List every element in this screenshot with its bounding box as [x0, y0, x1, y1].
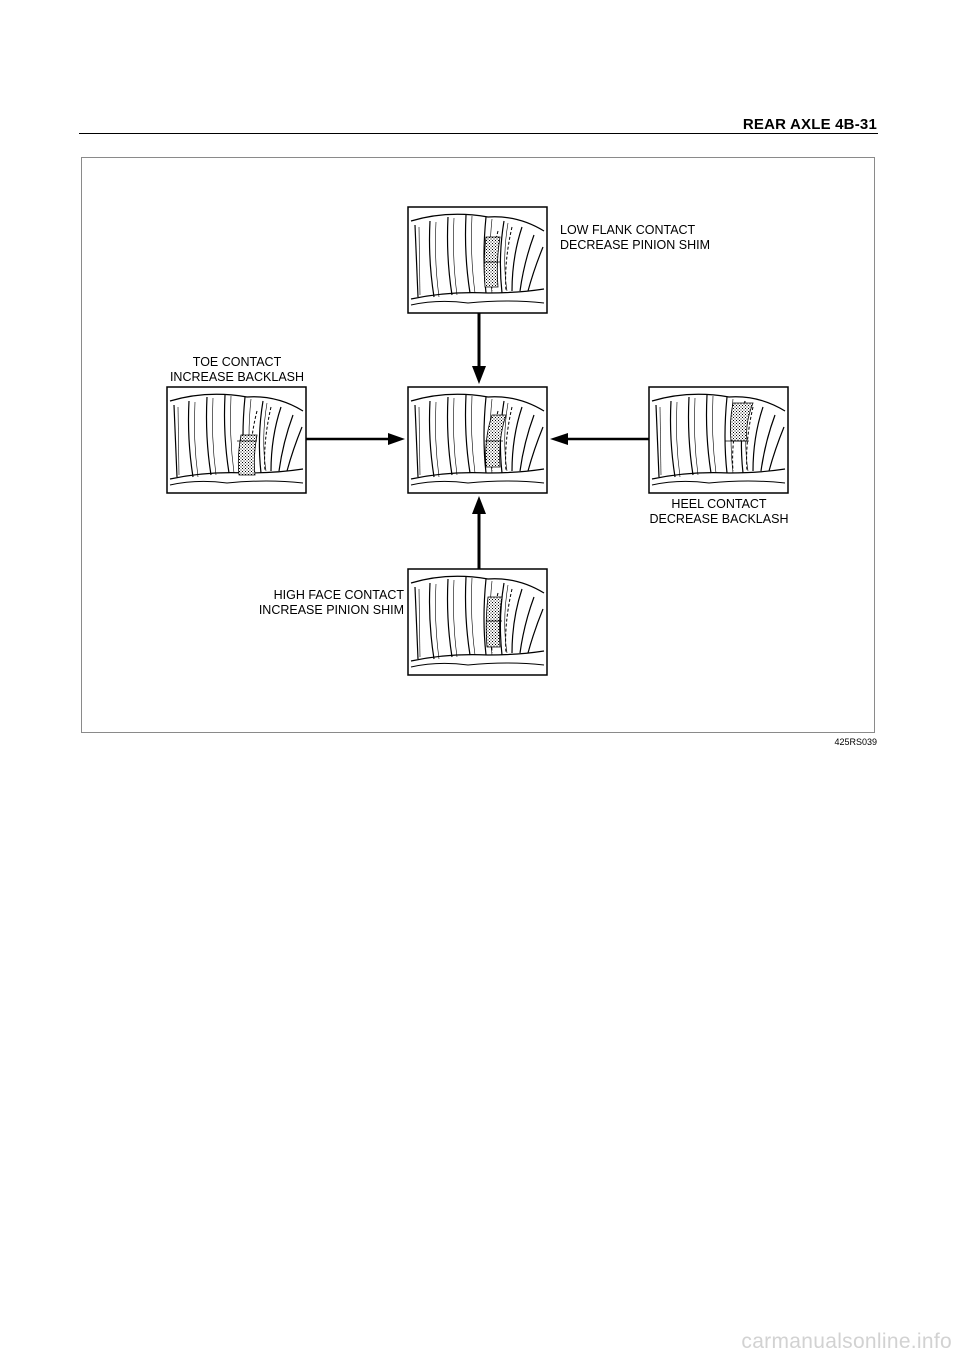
header-rule — [79, 133, 878, 134]
gear-center — [407, 386, 548, 494]
arrow-left-from-right — [550, 433, 649, 445]
gear-right-heel — [648, 386, 789, 494]
figure-frame — [81, 157, 875, 733]
page-header-title: REAR AXLE 4B-31 — [742, 116, 877, 133]
gear-left-toe — [166, 386, 307, 494]
label-low-flank: LOW FLANK CONTACT DECREASE PINION SHIM — [560, 223, 711, 252]
arrow-down-from-top — [472, 313, 486, 384]
watermark: carmanualsonline.info — [741, 1330, 952, 1353]
arrow-right-from-left — [306, 433, 405, 445]
figure-id: 425RS039 — [834, 737, 877, 747]
gear-top-low-flank — [407, 206, 548, 314]
label-high-face: HIGH FACE CONTACT INCREASE PINION SHIM — [258, 588, 404, 617]
gear-bottom-high-face — [407, 568, 548, 676]
label-toe: TOE CONTACT INCREASE BACKLASH — [169, 355, 305, 384]
label-heel: HEEL CONTACT DECREASE BACKLASH — [649, 497, 789, 526]
arrow-up-from-bottom — [472, 496, 486, 569]
